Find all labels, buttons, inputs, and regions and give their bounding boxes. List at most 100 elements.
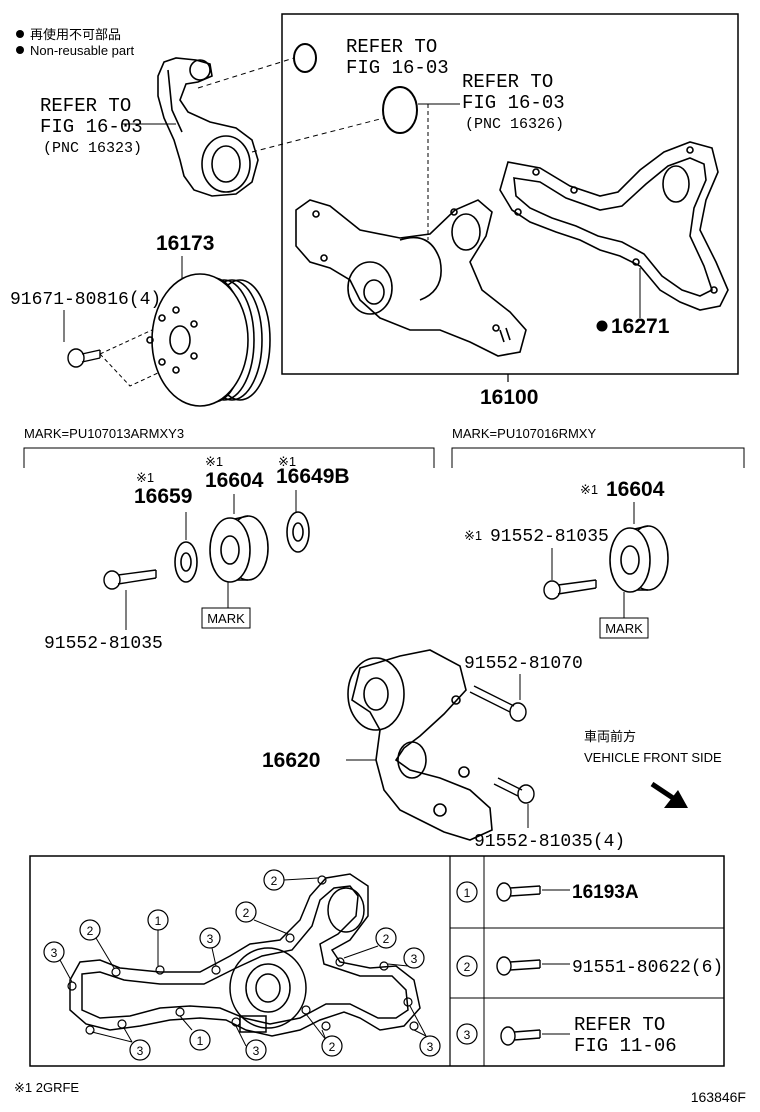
washer-16659	[174, 541, 198, 583]
left-bracket	[23, 447, 435, 468]
callout-number: 3	[253, 1044, 260, 1058]
note-symbol: ※1	[205, 454, 223, 469]
bolt-91552-81035-4	[493, 777, 535, 804]
figure-id: 163846F	[691, 1089, 746, 1105]
tensioner-16620	[347, 649, 493, 841]
bolt-91552-left	[103, 569, 157, 590]
callout-number: 2	[383, 932, 390, 946]
vehicle-front-jp: 車両前方	[584, 729, 636, 744]
legend: 再使用不可部品 Non-reusable part	[16, 27, 134, 58]
callout-number: 2	[271, 874, 278, 888]
callout-2: 2	[235, 901, 257, 923]
part-16659: 16659	[134, 485, 192, 508]
dashed-leader	[197, 57, 295, 89]
pulley-16173	[146, 273, 271, 407]
refer-c-line3: (PNC 16323)	[43, 140, 142, 157]
refer-c-line2: FIG 16-03	[40, 116, 143, 138]
vehicle-front-en: VEHICLE FRONT SIDE	[584, 750, 722, 765]
part-91552-81035-left: 91552-81035	[44, 634, 163, 654]
callout-number: 1	[155, 914, 162, 928]
refer-b-line2: FIG 16-03	[462, 92, 565, 114]
non-reusable-dot-icon	[16, 30, 24, 38]
note-symbol: ※1	[136, 470, 154, 485]
water-inlet-housing	[157, 57, 259, 197]
callout-number: 2	[243, 906, 250, 920]
callout-3: 3	[245, 1039, 267, 1061]
dashed-leader	[99, 329, 161, 387]
callout-number: 1	[197, 1034, 204, 1048]
part-16649B: 16649B	[276, 465, 350, 488]
callout-3: 3	[419, 1035, 441, 1057]
callout-refer-line2: FIG 11-06	[574, 1035, 677, 1057]
callout-2: 2	[79, 919, 101, 941]
gasket-16271	[499, 141, 729, 311]
refer-c-line1: REFER TO	[40, 95, 131, 117]
refer-b: REFER TO FIG 16-03 (PNC 16326)	[462, 71, 565, 133]
callout-number: 1	[464, 886, 471, 900]
bolt-icon	[496, 956, 541, 976]
refer-a-line1: REFER TO	[346, 36, 437, 58]
idler-16604-right	[609, 525, 669, 593]
table-row: 1 16193A	[456, 881, 639, 903]
bolt-holes	[67, 875, 419, 1035]
left-mark-header: MARK=PU107013ARMXY3	[24, 426, 184, 441]
bolt-icon	[496, 882, 541, 902]
part-91671: 91671-80816(4)	[10, 290, 161, 310]
non-reusable-dot-icon	[16, 46, 24, 54]
refer-c: REFER TO FIG 16-03 (PNC 16323)	[40, 95, 143, 157]
callout-1: 1	[147, 909, 169, 931]
callout-number: 3	[411, 952, 418, 966]
bolt-91671	[67, 348, 101, 368]
callout-number: 2	[329, 1040, 336, 1054]
part-16604-left: 16604	[205, 469, 264, 492]
non-reusable-dot-icon	[596, 320, 608, 332]
bolt-91552-81070	[469, 685, 527, 722]
refer-a: REFER TO FIG 16-03	[346, 36, 449, 79]
refer-a-line2: FIG 16-03	[346, 57, 449, 79]
callout-number: 3	[207, 932, 214, 946]
bolt-icon	[500, 1026, 541, 1046]
note-symbol: ※1	[464, 528, 482, 543]
dashed-leader	[251, 117, 385, 153]
bolt-location-frame	[29, 855, 725, 1067]
callout-circle	[456, 881, 478, 903]
right-bracket	[451, 447, 745, 468]
part-91552-81035-right: 91552-81035	[490, 527, 609, 547]
part-16173: 16173	[156, 232, 214, 255]
callout-refer-line1: REFER TO	[574, 1014, 665, 1036]
callout-3: 3	[403, 947, 425, 969]
table-row: 2 91551-80622(6)	[456, 955, 723, 978]
part-16100: 16100	[480, 386, 538, 409]
callout-circle	[456, 1023, 478, 1045]
idler-16604-left	[209, 515, 269, 583]
table-row: 3 REFER TO FIG 11-06	[456, 1014, 677, 1057]
cover-16649B	[286, 511, 310, 553]
callout-3: 3	[129, 1039, 151, 1061]
callout-3: 3	[199, 927, 221, 949]
o-ring-large	[382, 86, 418, 134]
water-pump-assy-frame	[281, 13, 739, 375]
note-symbol: ※1	[278, 454, 296, 469]
part-16620: 16620	[262, 749, 320, 772]
diagram-callouts: 3 2 1 3 2 2 2 3 1 3 3 2 3	[43, 869, 441, 1061]
callout-part: 16193A	[572, 882, 639, 903]
callout-2: 2	[375, 927, 397, 949]
callout-number: 3	[427, 1040, 434, 1054]
diagram-callout-leaders	[59, 877, 427, 1047]
bolt-location-pump-outline	[69, 873, 421, 1037]
mark-label-left: MARK	[207, 611, 245, 626]
footer-note: ※1 2GRFE	[14, 1080, 79, 1095]
callout-number: 3	[137, 1044, 144, 1058]
water-pump-body	[295, 199, 527, 357]
legend-jp: 再使用不可部品	[30, 27, 121, 42]
bolt-91552-right	[543, 579, 597, 600]
callout-3: 3	[43, 941, 65, 963]
mark-label-box-left	[201, 607, 251, 629]
right-mark-header: MARK=PU107016RMXY	[452, 426, 596, 441]
callout-2: 2	[263, 869, 285, 891]
part-91552-81070: 91552-81070	[464, 654, 583, 674]
callout-part: 91551-80622(6)	[572, 958, 723, 978]
part-16271: 16271	[611, 315, 670, 338]
callout-number: 3	[51, 946, 58, 960]
